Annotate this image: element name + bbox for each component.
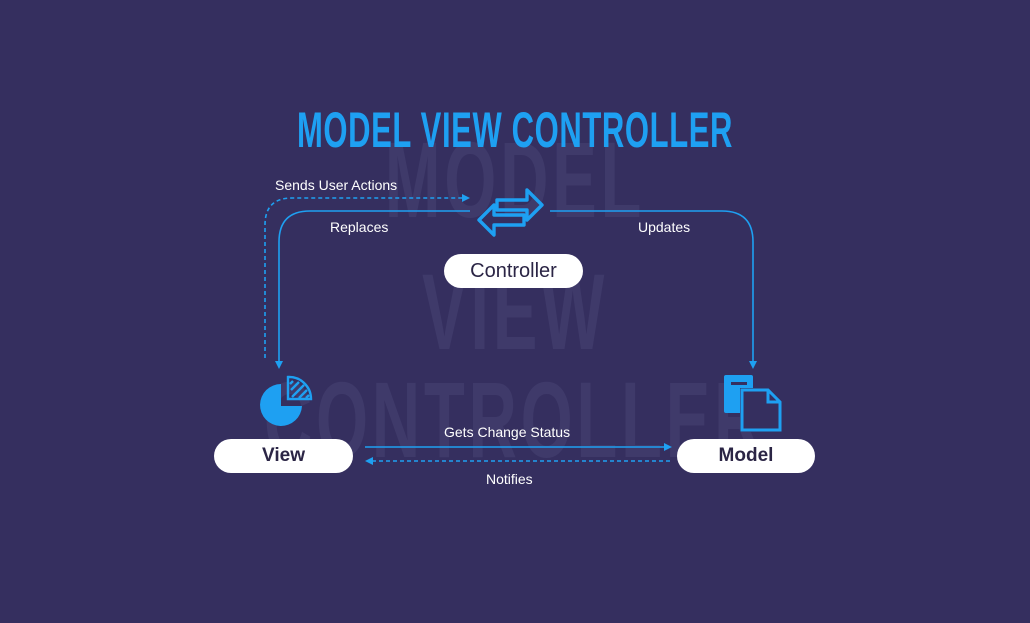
updates-connector <box>550 210 757 369</box>
model-node: Model <box>677 439 815 473</box>
exchange-arrows-icon <box>477 188 544 237</box>
sends-user-actions-label: Sends User Actions <box>275 177 398 193</box>
controller-node: Controller <box>444 254 583 288</box>
sends-user-actions-connector <box>264 194 470 358</box>
diagram-title: MODEL VIEW CONTROLLER <box>296 102 734 158</box>
replaces-connector <box>275 210 470 369</box>
view-node: View <box>214 439 353 473</box>
documents-icon <box>724 375 782 432</box>
pie-chart-icon <box>260 375 313 427</box>
replaces-label: Replaces <box>330 219 389 235</box>
notifies-label: Notifies <box>486 471 533 487</box>
updates-label: Updates <box>638 219 691 235</box>
gets-change-status-label: Gets Change Status <box>444 424 571 440</box>
